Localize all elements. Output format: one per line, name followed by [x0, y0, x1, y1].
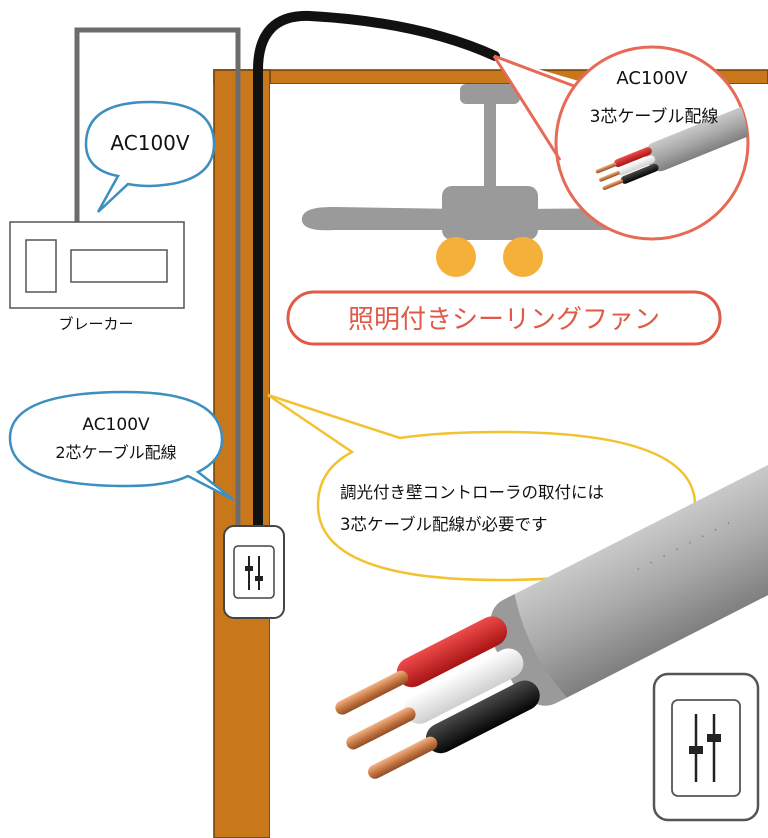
ceiling-cable-text: 3芯ケーブル配線: [590, 106, 719, 127]
controller-plate-large: [652, 672, 760, 822]
wall-cable-bubble: AC100V 2芯ケーブル配線: [8, 390, 235, 502]
fan-motor: [442, 186, 538, 240]
wall-cable-text: 2芯ケーブル配線: [55, 443, 176, 462]
ceiling-voltage-text: AC100V: [616, 68, 688, 89]
fan-light-right: [503, 237, 543, 277]
ceiling-cable-zoom: AC100V 3芯ケーブル配線: [492, 45, 750, 241]
fan-title-box: 照明付きシーリングファン: [286, 290, 722, 346]
breaker-panel: [70, 249, 168, 283]
big-cable-illustration: · · · · · · · ·: [335, 390, 768, 779]
fan-title: 照明付きシーリングファン: [348, 305, 660, 335]
breaker-wire: [74, 27, 241, 538]
breaker-label: ブレーカー: [58, 315, 133, 333]
controller-bubble: 調光付き壁コントローラの取付には 3芯ケーブル配線が必要です: [267, 393, 697, 582]
breaker-voltage-bubble: AC100V: [84, 100, 216, 213]
fan-rod: [484, 100, 496, 186]
fan-blade-left: [301, 206, 460, 231]
wall-voltage-text: AC100V: [82, 415, 150, 435]
fan-canopy: [460, 84, 520, 104]
main-cable: [253, 10, 500, 543]
breaker-voltage-text: AC100V: [110, 131, 189, 155]
breaker-switch: [25, 239, 57, 293]
fan-light-left: [436, 237, 476, 277]
breaker-group: ブレーカー: [9, 27, 241, 538]
controller-text-line2: 3芯ケーブル配線が必要です: [340, 514, 548, 534]
controller-text-line1: 調光付き壁コントローラの取付には: [340, 483, 604, 502]
wall-controller: [223, 525, 285, 619]
